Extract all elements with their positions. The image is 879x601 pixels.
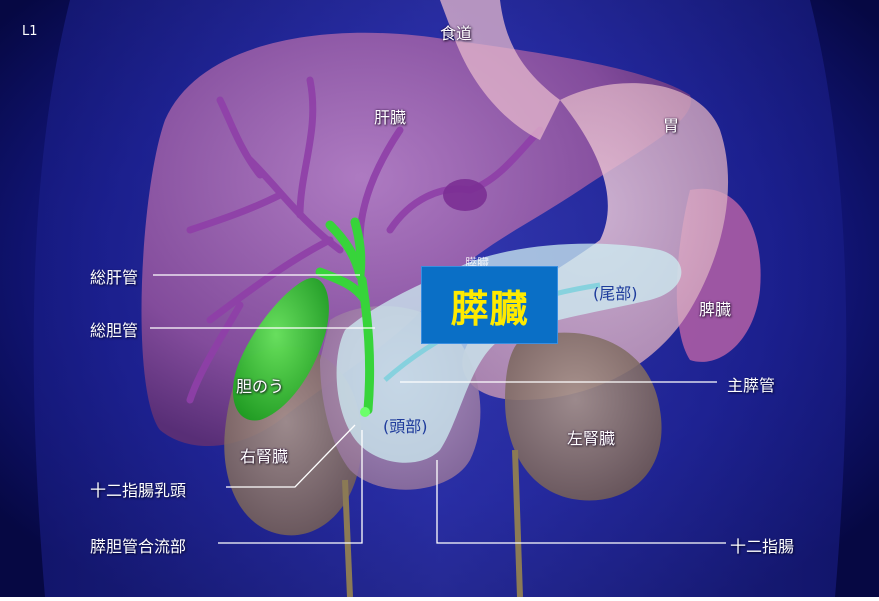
pancreaticobiliary-junction-label: 膵胆管合流部 xyxy=(90,533,186,557)
gallbladder-label: 胆のう xyxy=(236,373,284,397)
tail-label: (尾部) xyxy=(593,280,638,304)
left-kidney-label: 左腎臓 xyxy=(567,425,615,449)
common-bile-duct-label: 総胆管 xyxy=(90,317,138,341)
stomach-label: 胃 xyxy=(663,112,679,136)
corner-label: L1 xyxy=(22,24,38,39)
head-label: (頭部) xyxy=(383,413,428,437)
pancreas-title-box: 膵臓 xyxy=(421,266,558,344)
common-hepatic-duct-label: 総肝管 xyxy=(90,264,138,288)
right-kidney-label: 右腎臓 xyxy=(240,443,288,467)
spleen-label: 脾臓 xyxy=(699,296,731,320)
duodenal-papilla-label: 十二指腸乳頭 xyxy=(90,477,186,501)
portal-vein xyxy=(443,179,487,211)
liver-label: 肝臓 xyxy=(374,104,406,128)
pancreas-title: 膵臓 xyxy=(450,278,528,333)
main-pancreatic-duct-label: 主膵管 xyxy=(727,372,775,396)
esophagus-label: 食道 xyxy=(440,20,472,44)
papilla-mark xyxy=(360,407,370,417)
duodenum-label: 十二指腸 xyxy=(730,533,794,557)
